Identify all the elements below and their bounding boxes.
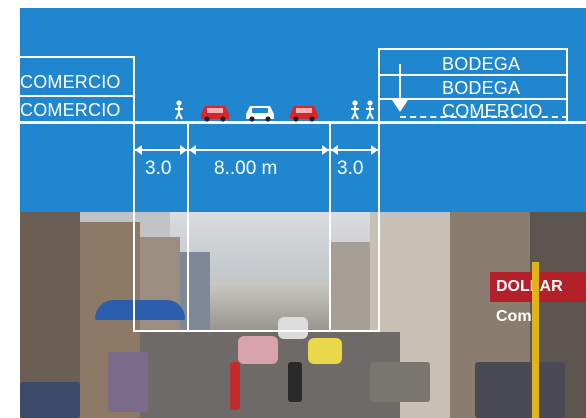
person — [288, 362, 302, 402]
building — [180, 252, 210, 342]
car — [278, 317, 308, 339]
facade-line — [378, 48, 380, 124]
section-line — [187, 122, 189, 332]
ground-line — [20, 121, 586, 124]
right-label-bodega-1: BODEGA — [442, 54, 521, 74]
facade-line — [20, 56, 134, 58]
stall — [370, 362, 430, 402]
store-sign: DOLLAR Com — [490, 272, 586, 325]
car — [238, 336, 278, 364]
umbrella — [95, 300, 185, 320]
right-label-comercio: COMERCIO — [442, 101, 543, 121]
section-line — [133, 330, 380, 332]
dimension-arrows — [135, 145, 378, 155]
facade-line — [20, 95, 134, 97]
car-icon — [290, 106, 318, 122]
right-label-bodega-2: BODEGA — [442, 78, 521, 98]
facade-line — [566, 48, 568, 124]
pole — [532, 262, 539, 418]
facade-line — [378, 98, 568, 100]
down-arrow-icon — [392, 64, 408, 112]
pedestrian-icon — [351, 100, 359, 120]
street-photo: DOLLAR Com — [20, 212, 586, 418]
pedestrian-icon — [366, 100, 374, 120]
left-label-lower: COMERCIO — [20, 100, 121, 120]
crowd — [108, 352, 148, 412]
crowd — [20, 382, 80, 418]
dimension-right-sidewalk: 3.0 — [337, 158, 364, 179]
section-line — [133, 122, 135, 332]
section-line — [378, 122, 380, 332]
section-line — [329, 122, 331, 332]
crowd — [475, 362, 565, 418]
car-icon — [246, 106, 274, 122]
facade-line — [133, 56, 135, 122]
facade-line — [378, 74, 568, 76]
car-icon — [201, 106, 229, 122]
dimension-left-sidewalk: 3.0 — [145, 158, 172, 179]
person — [230, 362, 240, 410]
car — [308, 338, 342, 364]
left-label-upper: COMERCIO — [20, 72, 121, 92]
dashed-line — [400, 116, 568, 118]
dimension-roadway: 8..00 m — [214, 158, 278, 179]
pedestrian-icon — [175, 100, 183, 120]
facade-line — [378, 48, 568, 50]
